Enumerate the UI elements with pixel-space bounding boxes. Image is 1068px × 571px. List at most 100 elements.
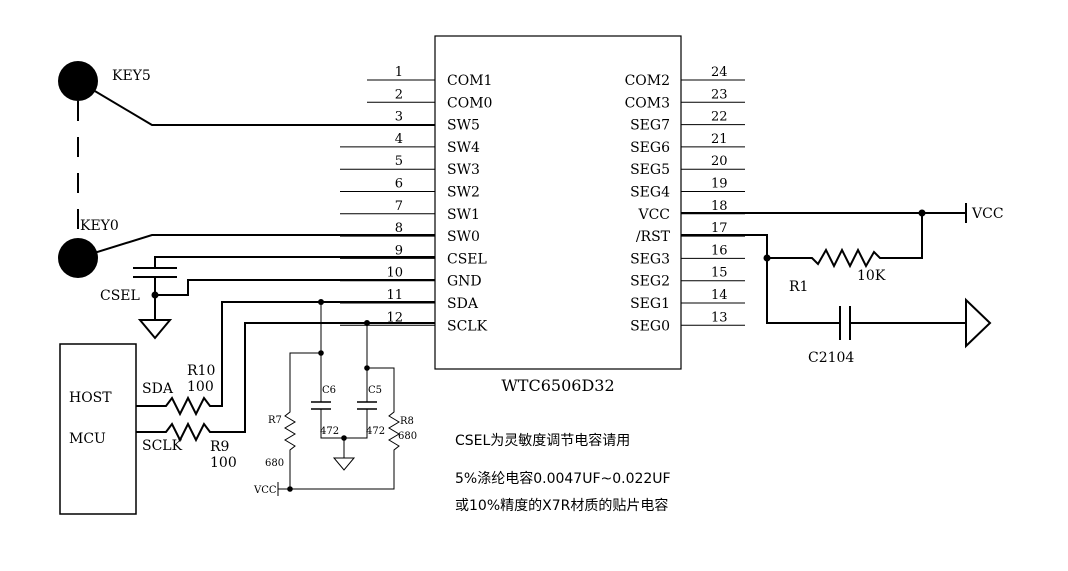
pin-number: 11 <box>386 288 403 303</box>
pin-label: SEG6 <box>630 140 670 156</box>
pin-label: SW3 <box>447 162 480 178</box>
chip-wtc6506d32: WTC6506D32 1COM12COM03SW54SW45SW36SW27SW… <box>340 35 745 395</box>
pin-label: COM0 <box>447 95 492 111</box>
pin-number: 22 <box>711 110 728 125</box>
pin-number: 21 <box>711 132 728 147</box>
pin-label: SEG2 <box>630 274 670 290</box>
pin-label: SEG0 <box>630 318 670 334</box>
pin-label: COM3 <box>625 95 670 111</box>
chip-left-pins: 1COM12COM03SW54SW45SW36SW27SW18SW09CSEL1… <box>340 65 492 334</box>
chip-pin-right: 17/RST <box>636 221 745 245</box>
pin-number: 23 <box>711 87 728 102</box>
pin-label: CSEL <box>447 251 487 267</box>
pin-number: 4 <box>395 132 403 147</box>
vcc-label: VCC <box>971 206 1004 222</box>
pin-label: SDA <box>447 296 479 312</box>
sda-line-r10 <box>136 301 435 417</box>
pin-label: SW0 <box>447 229 480 245</box>
note-line-2: 5%涤纶电容0.0047UF~0.022UF <box>455 470 671 487</box>
pin-label: SW1 <box>447 207 480 223</box>
pin-label: COM1 <box>447 73 492 89</box>
note-line-1: CSEL为灵敏度调节电容请用 <box>455 432 630 449</box>
pin-number: 6 <box>395 177 403 192</box>
pin-label: SW4 <box>447 140 480 156</box>
r10-name: R10 <box>187 363 215 379</box>
r1-name: R1 <box>789 279 808 295</box>
c6-value: 472 <box>320 426 339 437</box>
pin-label: SEG3 <box>630 251 670 267</box>
r8-value: 680 <box>398 431 417 442</box>
vcc-small-label: VCC <box>253 485 277 496</box>
chip-right-pins: 24COM223COM322SEG721SEG620SEG519SEG418VC… <box>625 65 745 334</box>
sclk-line-r9 <box>136 322 435 443</box>
host-mcu-box <box>59 343 137 515</box>
csel-capacitor <box>133 256 435 320</box>
pin-label: SEG1 <box>630 296 670 312</box>
pin-label: SW5 <box>447 118 480 134</box>
pin-number: 12 <box>386 310 403 325</box>
pin-number: 8 <box>395 221 403 236</box>
pin-number: 9 <box>395 243 403 258</box>
pin-number: 24 <box>711 65 728 80</box>
pin-label: SEG5 <box>630 162 670 178</box>
pin-number: 19 <box>711 177 728 192</box>
pin-label: SEG4 <box>630 185 670 201</box>
c5-value: 472 <box>366 426 385 437</box>
pin-number: 14 <box>711 288 728 303</box>
vcc-rst-network <box>681 203 992 349</box>
pin-number: 5 <box>395 154 403 169</box>
key5-label: KEY5 <box>112 68 151 84</box>
pin-label: SEG7 <box>630 118 670 134</box>
pin-number: 7 <box>395 199 403 214</box>
r1-value: 10K <box>857 268 886 284</box>
pin-number: 2 <box>395 87 403 102</box>
sclk-label: SCLK <box>142 438 183 454</box>
chip-body <box>434 35 682 370</box>
r9-name: R9 <box>210 439 229 455</box>
csel-ground-icon <box>137 319 173 340</box>
pin-number: 10 <box>386 266 403 281</box>
sda-label: SDA <box>142 381 174 397</box>
c2104-label: C2104 <box>808 350 854 366</box>
c5-name: C5 <box>368 385 382 396</box>
chip-name: WTC6506D32 <box>501 376 614 395</box>
pin-label: GND <box>447 274 482 290</box>
key0-label: KEY0 <box>80 218 119 234</box>
r8-name: R8 <box>400 416 414 427</box>
pin-label: SW2 <box>447 185 480 201</box>
pin-number: 17 <box>711 221 728 236</box>
pin-label: COM2 <box>625 73 670 89</box>
pin-number: 18 <box>711 199 728 214</box>
pin-number: 15 <box>711 266 728 281</box>
r9-value: 100 <box>210 455 237 471</box>
pin-number: 16 <box>711 243 728 258</box>
r10-value: 100 <box>187 379 214 395</box>
c6-name: C6 <box>322 385 336 396</box>
pin-label: SCLK <box>447 318 488 334</box>
network-ground-icon <box>332 457 356 471</box>
pullup-filter-network <box>277 299 400 496</box>
pin-number: 3 <box>395 110 403 125</box>
host-label: HOST <box>69 390 112 406</box>
pin-number: 20 <box>711 154 728 169</box>
